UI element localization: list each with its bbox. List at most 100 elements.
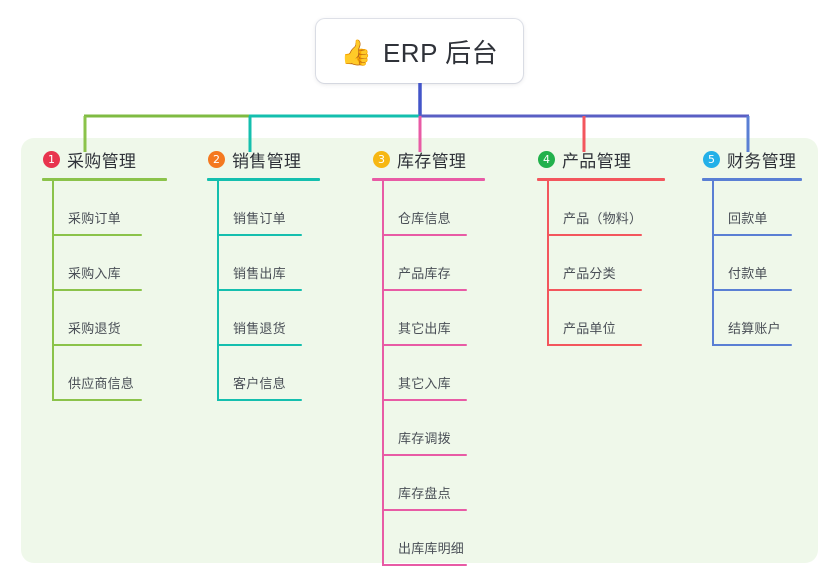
branch-header-rule xyxy=(537,178,665,181)
branch-item-rule xyxy=(382,344,467,346)
branch-item-label: 库存调拨 xyxy=(398,431,451,446)
branch-badge-4: 4 xyxy=(538,150,555,168)
branch-item-label: 其它入库 xyxy=(398,376,451,391)
branch-item-label: 仓库信息 xyxy=(398,211,451,226)
branch-item-rule xyxy=(712,234,792,236)
branch-item[interactable]: 结算账户 xyxy=(681,291,821,346)
branch-item-rule xyxy=(547,344,642,346)
branch-item-label: 结算账户 xyxy=(728,321,781,336)
branch-item[interactable]: 销售订单 xyxy=(186,181,351,236)
branch-item[interactable]: 采购退货 xyxy=(21,291,186,346)
branch-title: 采购管理 xyxy=(67,151,137,171)
branch-spine xyxy=(712,181,714,346)
branch-item-label: 客户信息 xyxy=(233,376,286,391)
branch-item[interactable]: 销售出库 xyxy=(186,236,351,291)
branch-spine xyxy=(52,181,54,401)
branch-spine xyxy=(382,181,384,566)
branch-item-rule xyxy=(382,509,467,511)
branch-spine xyxy=(547,181,549,346)
branch-title: 销售管理 xyxy=(232,151,302,171)
branch-item-rule xyxy=(712,289,792,291)
branch-item-list: 销售订单销售出库销售退货客户信息 xyxy=(186,181,351,401)
branch-item-label: 销售退货 xyxy=(233,321,286,336)
branch-header-rule xyxy=(42,178,167,181)
branch-item-label: 库存盘点 xyxy=(398,486,451,501)
branch-item-label: 付款单 xyxy=(728,266,768,281)
branch-item-rule xyxy=(217,234,302,236)
branch-item-label: 采购入库 xyxy=(68,266,121,281)
branch-badge-2: 2 xyxy=(208,150,225,168)
branch-item-label: 产品库存 xyxy=(398,266,451,281)
branch-item-rule xyxy=(382,234,467,236)
branch-item-list: 回款单付款单结算账户 xyxy=(681,181,821,346)
branch-item-rule xyxy=(217,289,302,291)
branch-badge-5: 5 xyxy=(703,150,720,168)
branch-header-5[interactable]: 5 财务管理 xyxy=(681,146,821,172)
branch-item-label: 其它出库 xyxy=(398,321,451,336)
branch-item[interactable]: 仓库信息 xyxy=(351,181,516,236)
branch-item[interactable]: 库存调拨 xyxy=(351,401,516,456)
branch-item[interactable]: 客户信息 xyxy=(186,346,351,401)
root-node[interactable]: 👍 ERP 后台 xyxy=(316,19,523,83)
branch-item[interactable]: 其它出库 xyxy=(351,291,516,346)
branch-item[interactable]: 产品单位 xyxy=(516,291,681,346)
branch-header-2[interactable]: 2 销售管理 xyxy=(186,146,351,172)
branch-item-rule xyxy=(712,344,792,346)
branch-header-3[interactable]: 3 库存管理 xyxy=(351,146,516,172)
branch-item[interactable]: 采购订单 xyxy=(21,181,186,236)
branch-header-rule xyxy=(372,178,485,181)
branch-item-rule xyxy=(52,344,142,346)
root-node-content: 👍 ERP 后台 xyxy=(341,33,498,70)
branch-header-1[interactable]: 1 采购管理 xyxy=(21,146,186,172)
branch-title: 库存管理 xyxy=(397,151,467,171)
branch-item-list: 采购订单采购入库采购退货供应商信息 xyxy=(21,181,186,401)
branch-item-label: 采购退货 xyxy=(68,321,121,336)
branch-item[interactable]: 出库库明细 xyxy=(351,511,516,566)
branch-item[interactable]: 产品（物料） xyxy=(516,181,681,236)
branch-item-rule xyxy=(52,234,142,236)
branch-column-2: 2 销售管理销售订单销售出库销售退货客户信息 xyxy=(186,146,351,401)
branch-header-rule xyxy=(702,178,802,181)
branch-badge-3: 3 xyxy=(373,150,390,168)
branch-item-label: 出库库明细 xyxy=(398,541,465,556)
branch-item-rule xyxy=(547,289,642,291)
branch-item-rule xyxy=(217,399,302,401)
branch-item-rule xyxy=(52,399,142,401)
branch-badge-1: 1 xyxy=(43,150,60,168)
branch-item-rule xyxy=(382,564,467,566)
thumbs-up-icon: 👍 xyxy=(340,37,372,67)
branch-item-rule xyxy=(382,454,467,456)
branch-item-label: 采购订单 xyxy=(68,211,121,226)
branch-column-3: 3 库存管理仓库信息产品库存其它出库其它入库库存调拨库存盘点出库库明细 xyxy=(351,146,516,566)
branch-item-label: 回款单 xyxy=(728,211,768,226)
branch-item[interactable]: 其它入库 xyxy=(351,346,516,401)
branch-item[interactable]: 销售退货 xyxy=(186,291,351,346)
branch-column-5: 5 财务管理回款单付款单结算账户 xyxy=(681,146,821,346)
branch-item-label: 产品（物料） xyxy=(563,211,643,226)
branch-column-4: 4 产品管理产品（物料） 产品分类产品单位 xyxy=(516,146,681,346)
branch-item[interactable]: 付款单 xyxy=(681,236,821,291)
branch-item-label: 供应商信息 xyxy=(68,376,135,391)
branch-spine xyxy=(217,181,219,401)
branch-item[interactable]: 产品分类 xyxy=(516,236,681,291)
branch-item-rule xyxy=(52,289,142,291)
branch-item-label: 产品单位 xyxy=(563,321,616,336)
branch-item-rule xyxy=(382,399,467,401)
branch-item[interactable]: 回款单 xyxy=(681,181,821,236)
branch-item[interactable]: 供应商信息 xyxy=(21,346,186,401)
branch-title: 财务管理 xyxy=(727,151,797,171)
branches-panel xyxy=(21,138,818,563)
branch-item-rule xyxy=(547,234,642,236)
root-title: ERP 后台 xyxy=(382,37,499,68)
branch-item-label: 销售订单 xyxy=(233,211,286,226)
branch-item[interactable]: 产品库存 xyxy=(351,236,516,291)
branch-header-4[interactable]: 4 产品管理 xyxy=(516,146,681,172)
branch-item[interactable]: 库存盘点 xyxy=(351,456,516,511)
branch-item-list: 仓库信息产品库存其它出库其它入库库存调拨库存盘点出库库明细 xyxy=(351,181,516,566)
branch-item-label: 产品分类 xyxy=(563,266,616,281)
branch-title: 产品管理 xyxy=(562,151,632,171)
branch-item-label: 销售出库 xyxy=(233,266,286,281)
branch-item[interactable]: 采购入库 xyxy=(21,236,186,291)
branch-item-list: 产品（物料） 产品分类产品单位 xyxy=(516,181,681,346)
